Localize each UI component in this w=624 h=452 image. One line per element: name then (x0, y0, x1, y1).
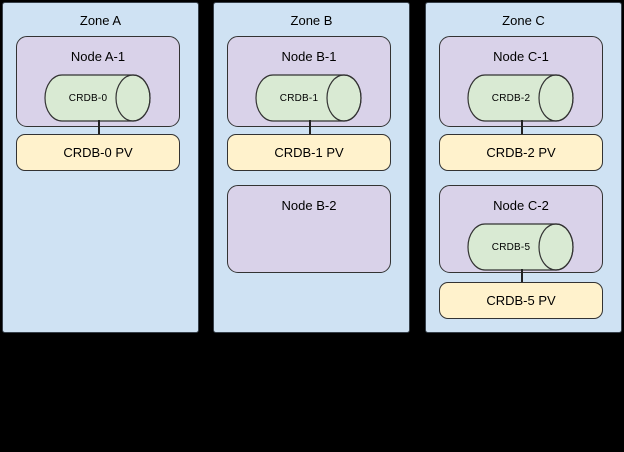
zone-a: Zone A Node A-1 CRDB-0 CRDB-0 PV (2, 2, 199, 333)
crdb-1-pv-label: CRDB-1 PV (274, 145, 344, 160)
node-c-1: Node C-1 CRDB-2 (439, 36, 603, 127)
node-b-1-label: Node B-1 (281, 49, 337, 64)
crdb-1-cylinder-icon: CRDB-1 (255, 74, 362, 122)
crdb-5-label: CRDB-5 (491, 241, 531, 253)
crdb-0-pv-box: CRDB-0 PV (16, 134, 180, 171)
crdb-1-pv-box: CRDB-1 PV (227, 134, 391, 171)
zone-c: Zone C Node C-1 CRDB-2 CRDB-2 PV Node C-… (425, 2, 622, 333)
crdb-0-pv-label: CRDB-0 PV (63, 145, 133, 160)
zone-b: Zone B Node B-1 CRDB-1 CRDB-1 PV Node B-… (213, 2, 410, 333)
zone-a-label: Zone A (79, 13, 122, 28)
node-a-1-label: Node A-1 (70, 49, 126, 64)
node-b-2-label: Node B-2 (281, 198, 337, 213)
crdb-5-pv-box: CRDB-5 PV (439, 282, 603, 319)
crdb-5-pv-label: CRDB-5 PV (486, 293, 556, 308)
crdb-0-cylinder-icon: CRDB-0 (44, 74, 151, 122)
node-a-1: Node A-1 CRDB-0 (16, 36, 180, 127)
crdb-2-pv-label: CRDB-2 PV (486, 145, 556, 160)
crdb-2-cylinder-icon: CRDB-2 (467, 74, 574, 122)
crdb-2-pv-box: CRDB-2 PV (439, 134, 603, 171)
connector-line (98, 120, 100, 134)
node-b-2: Node B-2 (227, 185, 391, 273)
node-c-2: Node C-2 CRDB-5 (439, 185, 603, 273)
zone-c-label: Zone C (502, 13, 545, 28)
connector-line (521, 269, 523, 283)
node-c-1-label: Node C-1 (493, 49, 549, 64)
crdb-1-label: CRDB-1 (279, 92, 319, 104)
connector-line (309, 120, 311, 134)
crdb-5-cylinder-icon: CRDB-5 (467, 223, 574, 271)
connector-line (521, 120, 523, 134)
node-c-2-label: Node C-2 (493, 198, 549, 213)
crdb-0-label: CRDB-0 (68, 92, 108, 104)
zone-b-label: Zone B (290, 13, 333, 28)
node-b-1: Node B-1 CRDB-1 (227, 36, 391, 127)
crdb-2-label: CRDB-2 (491, 92, 531, 104)
